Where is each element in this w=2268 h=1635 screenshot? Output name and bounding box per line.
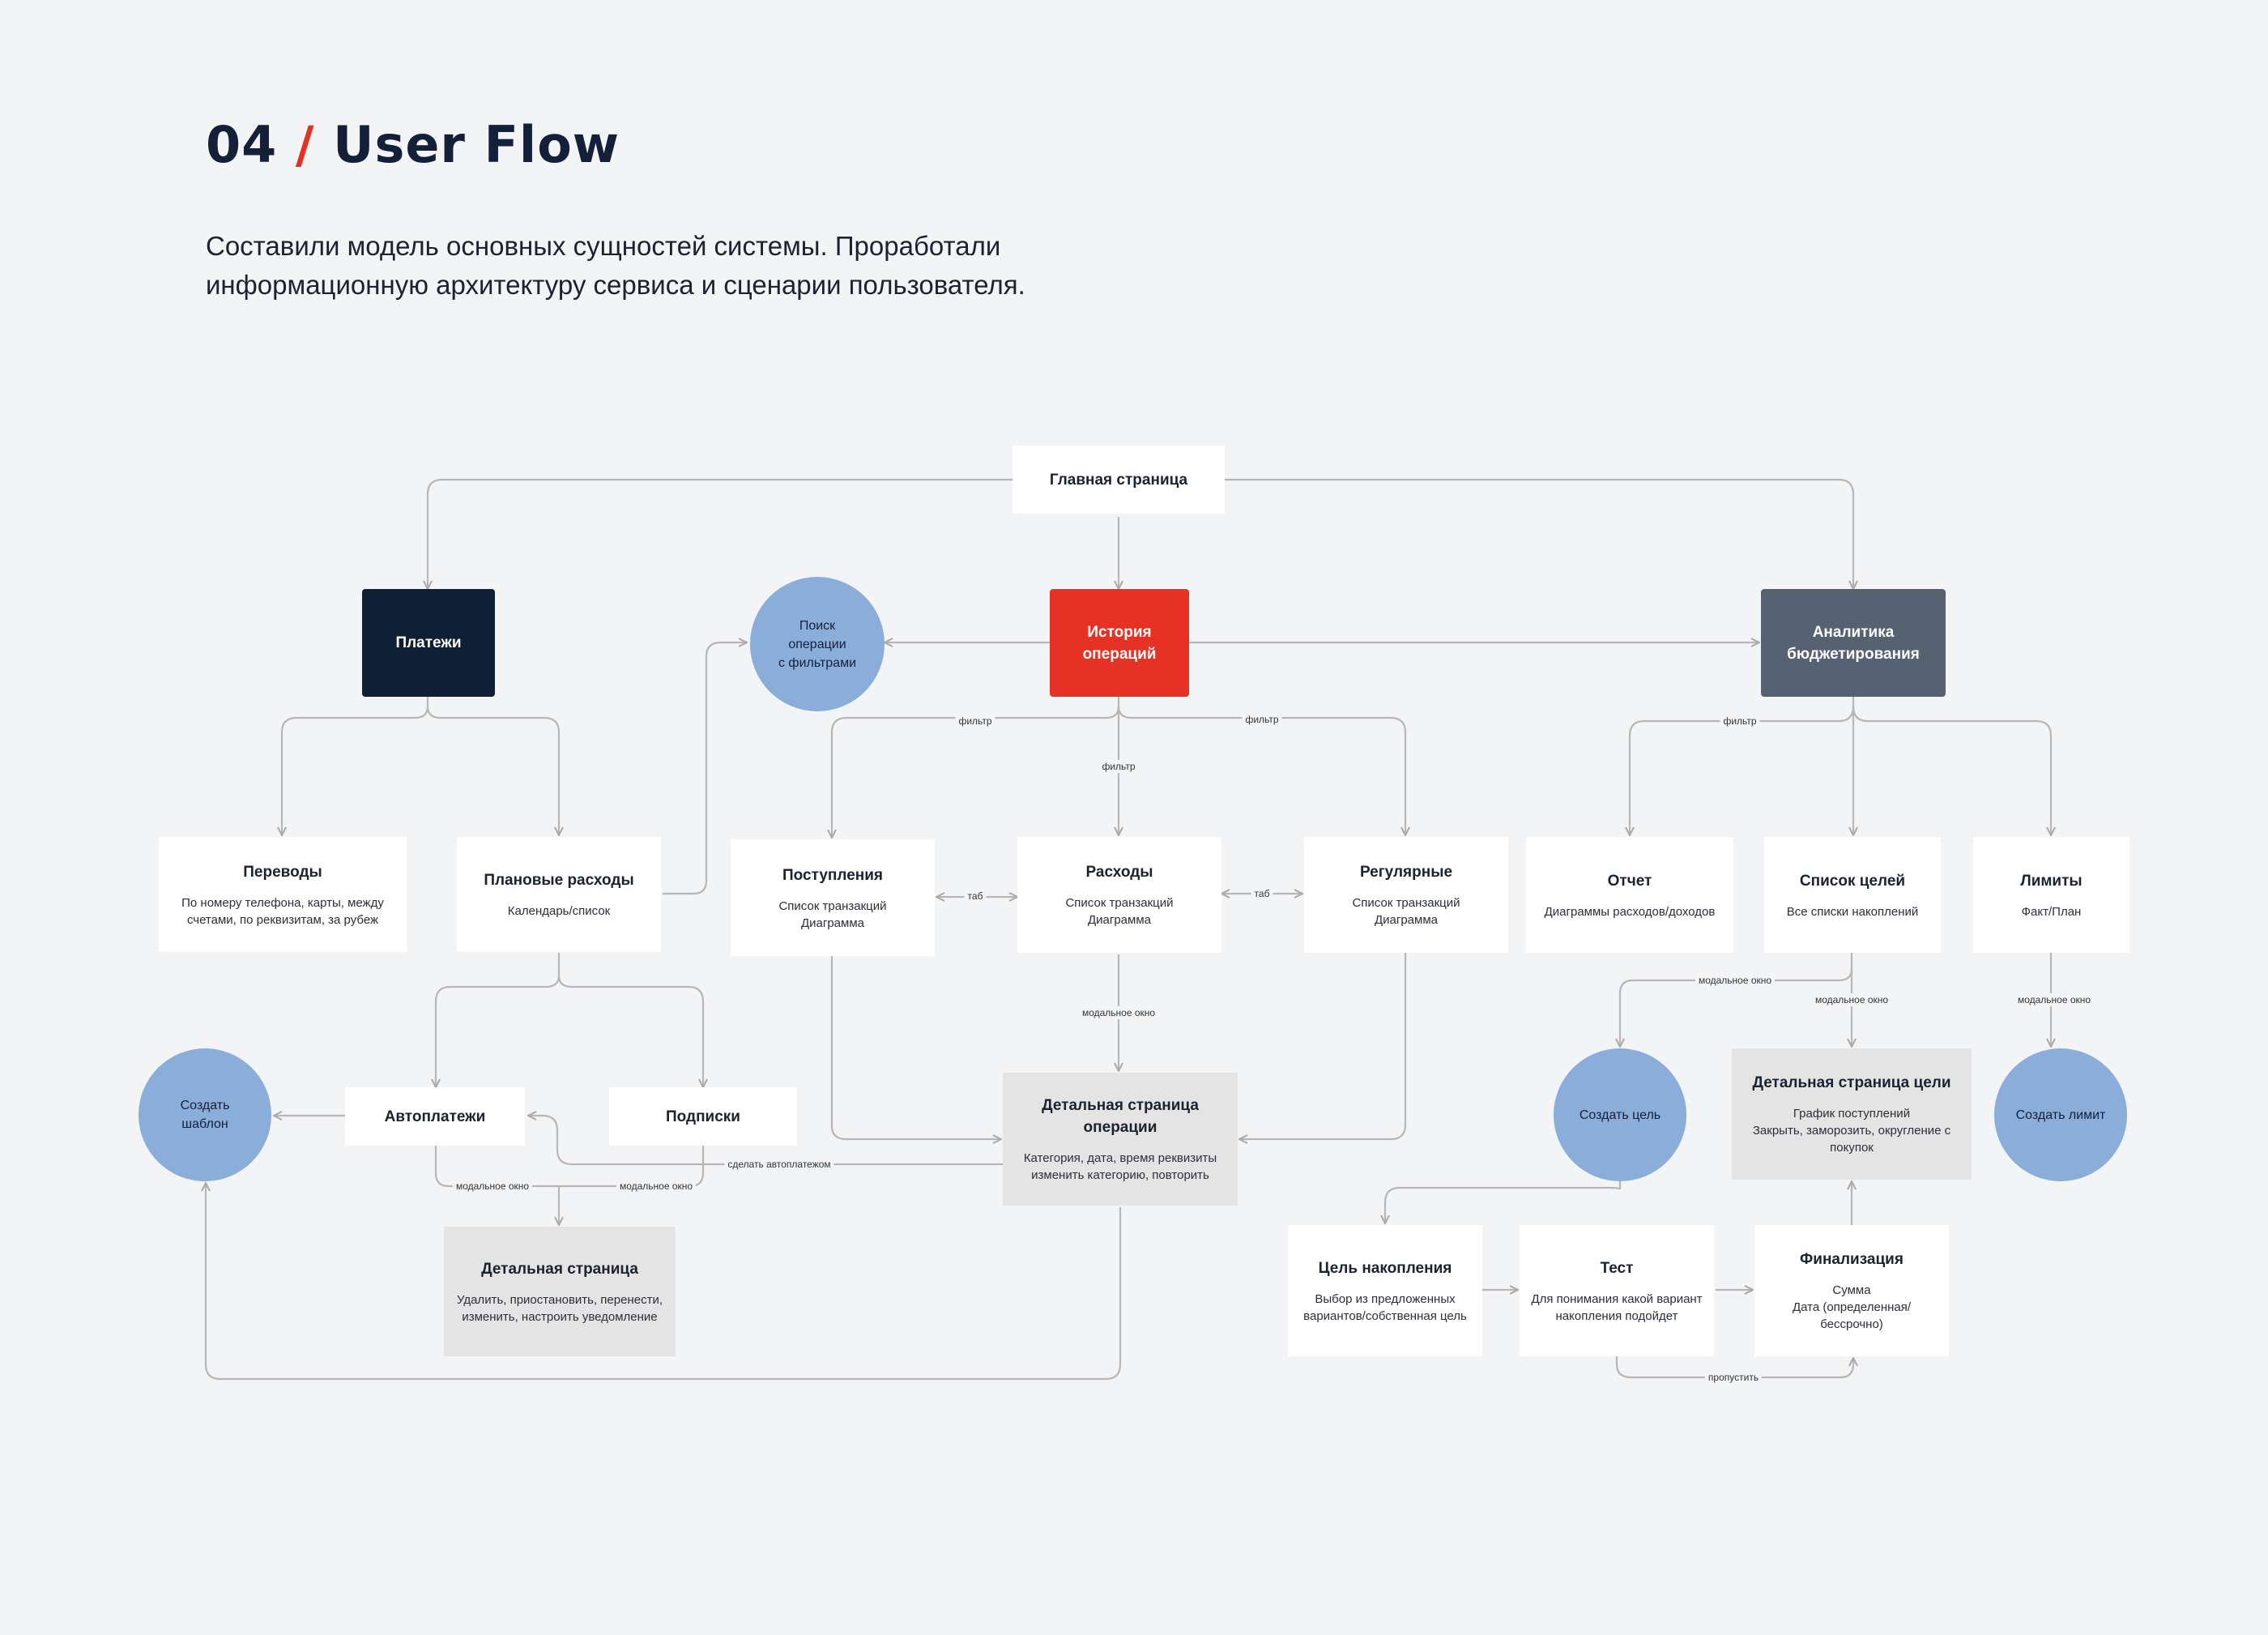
planned-title: Плановые расходы xyxy=(484,872,634,889)
intro-line-1: Составили модель основных сущностей сист… xyxy=(206,231,1001,261)
operation-detail-node[interactable]: Детальная страница операции Категория, д… xyxy=(1003,1073,1238,1206)
autopay-node[interactable]: Автоплатежи xyxy=(345,1087,525,1146)
regular-title: Регулярные xyxy=(1359,864,1453,881)
goals-title: Список целей xyxy=(1799,872,1906,890)
finalization-subtitle: Сумма Дата (определенная/ бессрочно) xyxy=(1792,1283,1912,1331)
income-node[interactable]: Поступления Список транзакций Диаграмма xyxy=(731,839,935,956)
operation-detail-title: Детальная страница операции xyxy=(1042,1097,1199,1136)
history-title: История операций xyxy=(1082,623,1157,663)
edge-label-modal-goal-detail: модальное окно xyxy=(1811,993,1892,1006)
create-goal-circle[interactable]: Создать цель xyxy=(1554,1048,1686,1181)
page-title: 04 / User Flow xyxy=(206,115,620,174)
create-limit-circle[interactable]: Создать лимит xyxy=(1994,1048,2127,1181)
regular-node[interactable]: Регулярные Список транзакций Диаграмма xyxy=(1304,837,1508,953)
limits-subtitle: Факт/План xyxy=(2021,904,2082,919)
edge-label-tab-left: таб xyxy=(964,890,987,903)
edge-label-make-autopay: сделать автоплатежом xyxy=(724,1158,834,1171)
search-circle[interactable]: Поиск операции с фильтрами xyxy=(750,577,885,711)
expenses-node[interactable]: Расходы Список транзакций Диаграмма xyxy=(1017,837,1221,953)
transfers-title: Переводы xyxy=(243,863,322,881)
test-node[interactable]: Тест Для понимания какой вариант накопле… xyxy=(1520,1225,1714,1356)
goal-detail-node[interactable]: Детальная страница цели График поступлен… xyxy=(1732,1048,1972,1180)
expenses-subtitle: Список транзакций Диаграмма xyxy=(1065,896,1174,927)
finalization-title: Финализация xyxy=(1800,1251,1904,1268)
autopay-title: Автоплатежи xyxy=(384,1108,486,1125)
edge-label-skip: пропустить xyxy=(1704,1371,1763,1384)
detail-page-title: Детальная страница xyxy=(481,1260,638,1278)
detail-page-subtitle: Удалить, приостановить, перенести, измен… xyxy=(456,1292,663,1324)
goals-subtitle: Все списки накоплений xyxy=(1786,904,1919,919)
main-page-node[interactable]: Главная страница xyxy=(1013,446,1225,514)
limits-title: Лимиты xyxy=(2020,872,2083,890)
regular-subtitle: Список транзакций Диаграмма xyxy=(1352,896,1460,927)
edge-label-filter-regular: фильтр xyxy=(1242,713,1282,726)
edge-label-modal-subscriptions: модальное окно xyxy=(616,1180,697,1193)
detail-page-node[interactable]: Детальная страница Удалить, приостановит… xyxy=(444,1227,676,1356)
transfers-subtitle: По номеру телефона, карты, между счетами… xyxy=(181,895,384,927)
subscriptions-node[interactable]: Подписки xyxy=(609,1087,797,1146)
saving-goal-title: Цель накопления xyxy=(1318,1259,1452,1277)
edge-label-filter-income: фильтр xyxy=(955,715,995,728)
goals-node[interactable]: Список целей Все списки накоплений xyxy=(1764,837,1941,953)
analytics-title: Аналитика бюджетирования xyxy=(1787,623,1920,663)
limits-node[interactable]: Лимиты Факт/План xyxy=(1973,837,2129,953)
saving-goal-subtitle: Выбор из предложенных вариантов/собствен… xyxy=(1303,1291,1467,1323)
expenses-title: Расходы xyxy=(1085,864,1153,881)
operation-detail-subtitle: Категория, дата, время реквизиты изменит… xyxy=(1023,1151,1217,1182)
income-title: Поступления xyxy=(782,866,884,884)
edge-label-modal-limit: модальное окно xyxy=(2014,993,2095,1006)
report-title: Отчет xyxy=(1607,872,1652,890)
main-page-title: Главная страница xyxy=(1049,471,1188,489)
planned-node[interactable]: Плановые расходы Календарь/список xyxy=(457,837,661,952)
test-subtitle: Для понимания какой вариант накопления п… xyxy=(1531,1291,1703,1323)
planned-subtitle: Календарь/список xyxy=(507,904,611,918)
create-template-circle[interactable]: Создать шаблон xyxy=(139,1048,271,1181)
edge-label-filter-expenses: фильтр xyxy=(1098,760,1139,773)
goal-detail-subtitle: График поступлений Закрыть, заморозить, … xyxy=(1752,1107,1951,1155)
history-node[interactable]: История операций xyxy=(1050,589,1189,697)
edge-label-modal-autopay: модальное окно xyxy=(452,1180,533,1193)
edge-label-tab-right: таб xyxy=(1251,887,1273,900)
test-title: Тест xyxy=(1600,1259,1634,1277)
analytics-node[interactable]: Аналитика бюджетирования xyxy=(1761,589,1946,697)
edge-label-modal-create-goal: модальное окно xyxy=(1695,974,1776,987)
report-node[interactable]: Отчет Диаграммы расходов/доходов xyxy=(1526,837,1733,953)
transfers-node[interactable]: Переводы По номеру телефона, карты, межд… xyxy=(159,837,407,952)
payments-title: Платежи xyxy=(395,634,462,651)
subscriptions-title: Подписки xyxy=(666,1108,740,1125)
income-subtitle: Список транзакций Диаграмма xyxy=(778,899,887,930)
payments-node[interactable]: Платежи xyxy=(362,589,495,697)
finalization-node[interactable]: Финализация Сумма Дата (определенная/ бе… xyxy=(1754,1225,1949,1356)
edge-label-modal-expenses: модальное окно xyxy=(1078,1006,1159,1019)
edge-label-filter-report: фильтр xyxy=(1720,715,1760,728)
report-subtitle: Диаграммы расходов/доходов xyxy=(1544,904,1716,919)
intro-text: Составили модель основных сущностей сист… xyxy=(206,227,1421,305)
intro-line-2: информационную архитектуру сервиса и сце… xyxy=(206,270,1025,300)
saving-goal-node[interactable]: Цель накопления Выбор из предложенных ва… xyxy=(1288,1225,1482,1356)
goal-detail-title: Детальная страница цели xyxy=(1752,1074,1951,1091)
